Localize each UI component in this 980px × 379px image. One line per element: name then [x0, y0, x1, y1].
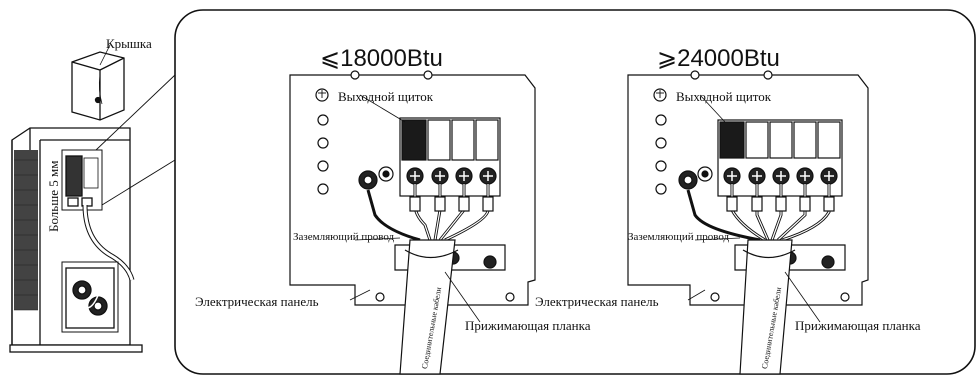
clamp-bar-label: Прижимающая планка	[465, 318, 591, 333]
terminal-board-label: Выходной щиток	[676, 89, 772, 104]
gap-label: Больше 5 мм	[46, 160, 61, 232]
cable	[739, 239, 793, 375]
cover-label: Крышка	[106, 36, 152, 51]
unit-body	[9, 127, 143, 353]
clamp-bar-label: Прижимающая планка	[795, 318, 921, 333]
callout-lines	[95, 74, 176, 206]
capacity-24000-label: ⩾24000Btu	[657, 45, 780, 72]
ground-wire-label: Заземляющий провод	[293, 231, 395, 243]
panel-24000	[627, 70, 869, 375]
ground-wire-label: Заземляющий провод	[628, 231, 730, 243]
terminal-board-label: Выходной щиток	[338, 89, 434, 104]
panel-18000	[289, 70, 536, 375]
cover	[71, 44, 125, 121]
zoom-frame	[174, 9, 976, 375]
cable	[399, 239, 456, 375]
outdoor-unit	[9, 44, 143, 353]
capacity-18000-label: ⩽18000Btu	[320, 45, 443, 72]
electric-panel-label: Электрическая панель	[195, 294, 319, 309]
electric-panel-label: Электрическая панель	[535, 294, 659, 309]
